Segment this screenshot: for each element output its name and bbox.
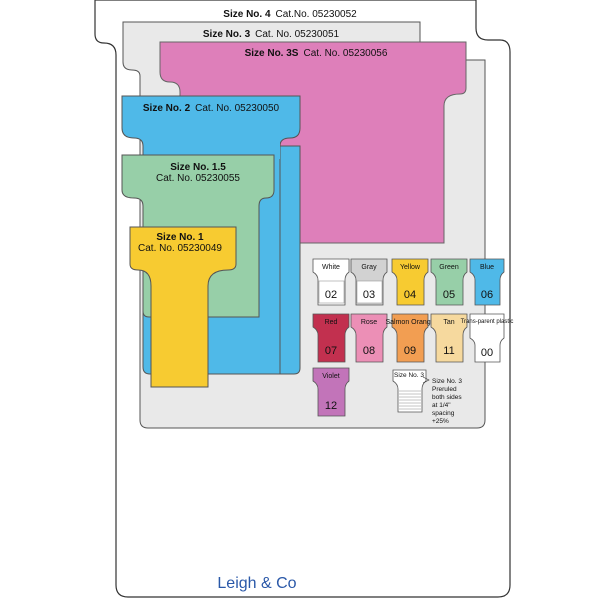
swatch-number-transparent-plastic: 00 (481, 347, 493, 359)
swatch-gray: Gray 03 (350, 258, 388, 306)
card-cat-label-size-1-5: Cat. No. 05230055 (156, 173, 240, 184)
brand-text: Leigh & Co (217, 575, 297, 592)
card-shape-size-1 (129, 226, 237, 388)
swatch-name-salmon-orange: Salmon Orange (385, 319, 434, 326)
swatch-number-violet: 12 (325, 400, 337, 412)
swatch-yellow: Yellow 04 (391, 258, 429, 306)
colour-swatches: White 02 Gray 03 Yellow 04 Green 05 Blue… (312, 258, 514, 417)
swatch-violet: Violet 12 (312, 367, 350, 417)
swatch-name-gray: Gray (361, 264, 377, 271)
swatch-number-yellow: 04 (404, 289, 416, 301)
swatch-number-blue: 06 (481, 289, 493, 301)
swatch-number-rose: 08 (363, 345, 375, 357)
card-cat-label-size-1: Cat. No. 05230049 (138, 243, 222, 254)
preruled-card: Size No. 3 Size No. 3 Preruled both side… (392, 369, 464, 425)
swatch-blue: Blue 06 (469, 258, 505, 306)
swatch-tan: Tan 11 (430, 313, 468, 363)
preruled-note: Size No. 3 Preruled both sides at 1/4" s… (432, 378, 464, 425)
swatch-number-white: 02 (325, 289, 337, 301)
swatch-name-white: White (322, 264, 340, 271)
swatch-name-tan: Tan (443, 319, 454, 326)
swatch-name-transparent-plastic: Trans-parent plastic (461, 319, 514, 325)
swatch-white: White 02 (312, 258, 350, 306)
swatch-red: Red 07 (312, 313, 350, 363)
swatch-number-red: 07 (325, 345, 337, 357)
swatch-green: Green 05 (430, 258, 468, 306)
swatch-number-tan: 11 (443, 345, 454, 357)
swatch-name-red: Red (325, 319, 338, 326)
card-size-1: Size No. 1 Cat. No. 05230049 (129, 226, 237, 388)
swatch-name-green: Green (439, 264, 459, 271)
swatch-salmon-orange: Salmon Orange 09 (385, 313, 435, 363)
arrow-icon (422, 376, 430, 384)
swatch-number-gray: 03 (363, 289, 375, 301)
swatch-number-green: 05 (443, 289, 455, 301)
swatch-name-rose: Rose (361, 319, 377, 326)
swatch-transparent-plastic: Trans-parent plastic 00 (461, 313, 514, 363)
swatch-number-salmon-orange: 09 (404, 345, 416, 357)
swatch-name-yellow: Yellow (400, 264, 421, 271)
preruled-card-label: Size No. 3 (394, 372, 424, 379)
swatch-name-violet: Violet (322, 373, 339, 380)
swatch-name-blue: Blue (480, 264, 494, 271)
card-size-label-size-1: Size No. 1 (156, 232, 204, 243)
card-size-label-size-1-5: Size No. 1.5 (170, 162, 226, 173)
swatch-rose: Rose 08 (350, 313, 388, 363)
